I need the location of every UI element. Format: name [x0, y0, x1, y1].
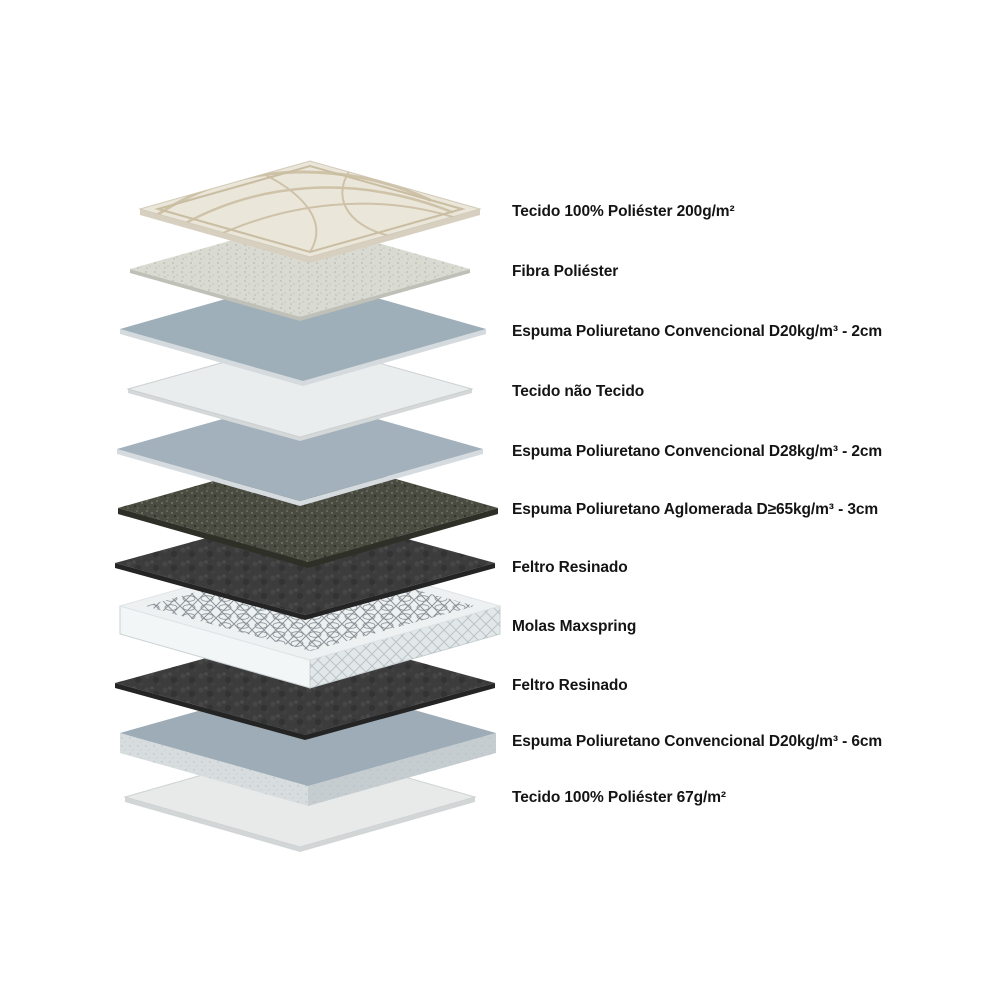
layer-molas-side-right-wire — [310, 606, 500, 688]
layer-label-espuma-d20-2: Espuma Poliuretano Convencional D20kg/m³… — [512, 323, 883, 340]
layer-espuma-d20-6cm-side-left-texture — [120, 733, 308, 806]
layer-espuma-d20-top — [120, 277, 486, 381]
layer-label-aglomerada: Espuma Poliuretano Aglomerada D≥65kg/m³ … — [512, 501, 879, 518]
layer-label-tecido-200: Tecido 100% Poliéster 200g/m² — [512, 203, 735, 220]
layer-quilt-border-stitch — [154, 164, 466, 254]
layer-espuma-d28-top — [117, 397, 483, 501]
layer-fibra-texture — [130, 221, 470, 317]
layer-label-feltro-1: Feltro Resinado — [512, 559, 628, 576]
layer-label-espuma-d28: Espuma Poliuretano Convencional D28kg/m³… — [512, 443, 883, 460]
layer-espuma-d20-6cm-side-right-texture — [308, 733, 496, 806]
layer-tecido-poliester-top — [138, 160, 482, 263]
layer-espuma-d20-2cm — [120, 277, 486, 386]
layer-label-feltro-2: Feltro Resinado — [512, 677, 628, 694]
layer-label-tecido-67: Tecido 100% Poliéster 67g/m² — [512, 789, 726, 806]
layer-fibra-poliester — [130, 221, 470, 321]
layer-espuma-d28-2cm — [117, 397, 483, 506]
layer-label-tnt: Tecido não Tecido — [512, 383, 645, 400]
layer-label-espuma-d20-6: Espuma Poliuretano Convencional D20kg/m³… — [512, 733, 883, 750]
layer-quilt-top — [138, 160, 482, 258]
layer-label-molas: Molas Maxspring — [512, 618, 637, 635]
layer-label-fibra: Fibra Poliéster — [512, 263, 619, 280]
